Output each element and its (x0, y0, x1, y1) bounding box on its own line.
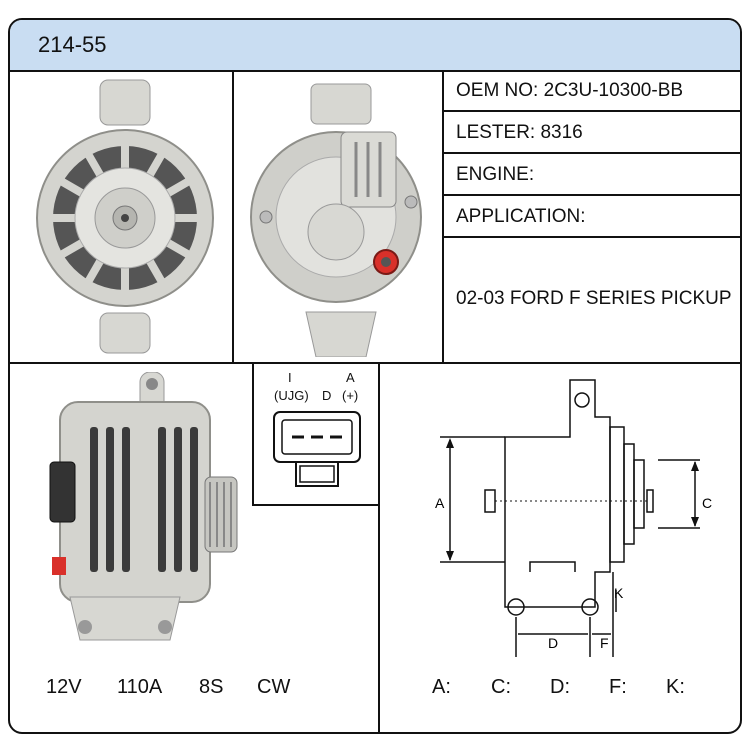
lester-label: LESTER: (456, 122, 536, 143)
connector-pin3-label: A (346, 370, 355, 385)
application-label: APPLICATION: (456, 206, 586, 227)
divider (378, 364, 380, 732)
spec-table: OEM NO: 2C3U-10300-BB LESTER: 8316 ENGIN… (444, 70, 740, 362)
connector-plug-icon (273, 411, 361, 487)
alternator-side-view (49, 372, 238, 641)
divider (442, 70, 444, 364)
pulley-rating: 8S (199, 676, 224, 698)
spec-sheet: 214-55 (8, 18, 742, 734)
dimension-a-value: A: (432, 676, 451, 698)
voltage-rating: 12V (46, 676, 82, 698)
spec-row-application: APPLICATION: (444, 196, 740, 238)
dimension-c-label: C (702, 495, 712, 511)
rotation-rating: CW (257, 676, 291, 698)
engine-label: ENGINE: (456, 164, 535, 185)
dimension-f-label: F (600, 635, 609, 651)
application-block: 02-03 FORD F SERIES PICKUP (444, 238, 740, 362)
connector-pin1-label: I (288, 370, 292, 385)
alternator-front-view (36, 79, 214, 354)
connector-pin3-sub-label: (+) (342, 388, 359, 403)
part-number: 214-55 (38, 32, 107, 57)
spec-text: OEM NO: 2C3U-10300-BB (456, 80, 683, 102)
spec-row-engine: ENGINE: (444, 154, 740, 196)
dimension-d-value: D: (550, 676, 570, 698)
connector-pin2-label: D (322, 388, 332, 403)
lester-value: 8316 (540, 122, 583, 143)
spec-text: ENGINE: (456, 164, 534, 186)
dimension-f-value: F: (609, 676, 627, 698)
header-bar: 214-55 (10, 20, 740, 72)
divider (10, 362, 740, 364)
amperage-rating: 110A (117, 676, 163, 698)
dimension-diagram: A C D F K (435, 379, 712, 657)
oem-value: 2C3U-10300-BB (543, 80, 684, 101)
alternator-rear-view (250, 83, 422, 357)
spec-row-oem: OEM NO: 2C3U-10300-BB (444, 70, 740, 112)
dimension-k-value: K: (666, 676, 685, 698)
dimension-d-label: D (548, 635, 558, 651)
spec-row-lester: LESTER: 8316 (444, 112, 740, 154)
connector-pin1-sub-label: (UJG) (274, 388, 309, 403)
divider (232, 70, 234, 364)
dimension-c-value: C: (491, 676, 511, 698)
dimension-k-label: K (614, 585, 624, 601)
spec-text: LESTER: 8316 (456, 122, 583, 144)
application-value: 02-03 FORD F SERIES PICKUP (456, 288, 732, 309)
oem-label: OEM NO: (456, 80, 539, 101)
dimension-a-label: A (435, 495, 445, 511)
connector-box: I (UJG) D A (+) (252, 364, 380, 506)
